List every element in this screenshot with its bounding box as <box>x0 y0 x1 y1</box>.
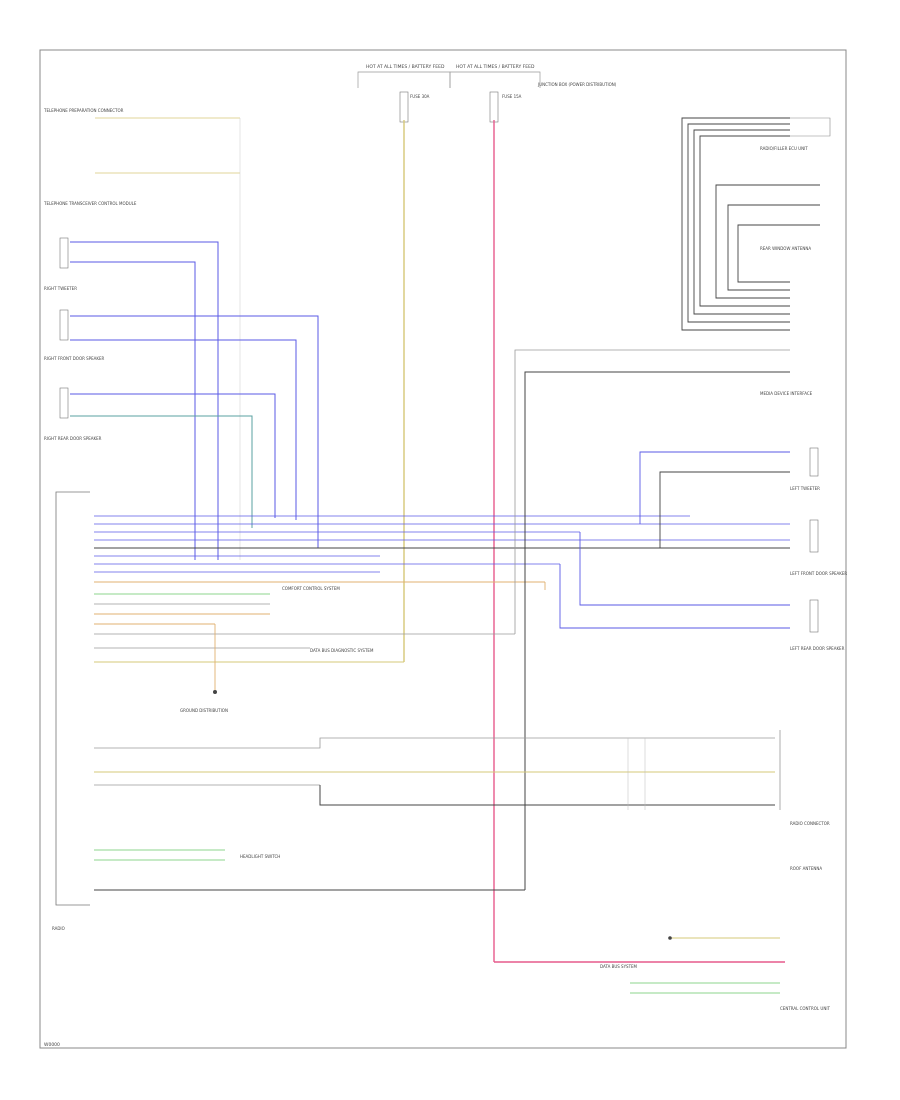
center-label-3: HEADLIGHT SWITCH <box>240 854 280 859</box>
left-component-labels: TELEPHONE PREPARATION CONNECTOR TELEPHON… <box>43 108 137 441</box>
right-component-5: LEFT REAR DOOR SPEAKER <box>790 646 845 651</box>
fuse-right-label: FUSE 15A <box>502 94 522 99</box>
left-component-0: TELEPHONE PREPARATION CONNECTOR <box>43 108 124 113</box>
radio-module: RADIO <box>52 491 90 931</box>
fuse-left: HOT AT ALL TIMES / BATTERY FEED FUSE 30A <box>357 64 451 123</box>
center-label-1: DATA BUS DIAGNOSTIC SYSTEM <box>310 648 374 653</box>
center-label-0: COMFORT CONTROL SYSTEM <box>282 586 340 591</box>
fuse-right-header: HOT AT ALL TIMES / BATTERY FEED <box>456 64 535 70</box>
right-component-4: LEFT FRONT DOOR SPEAKER <box>790 571 847 576</box>
fuse-left-header: HOT AT ALL TIMES / BATTERY FEED <box>366 64 445 70</box>
right-antenna-block <box>681 117 831 331</box>
right-component-1: REAR WINDOW ANTENNA <box>760 246 811 251</box>
right-component-6: ROOF ANTENNA <box>790 866 822 871</box>
right-component-3: LEFT TWEETER <box>790 486 820 491</box>
footer-code: W0000 <box>44 1042 60 1048</box>
right-component-0: RADIO/FILLER ECU UNIT <box>760 146 808 151</box>
right-component-labels: RADIO/FILLER ECU UNIT REAR WINDOW ANTENN… <box>760 146 847 1011</box>
right-component-8: CENTRAL CONTROL UNIT <box>780 1006 831 1011</box>
fuse-left-label: FUSE 30A <box>410 94 430 99</box>
center-label-2: GROUND DISTRIBUTION <box>180 708 228 713</box>
left-component-2: RIGHT TWEETER <box>44 286 77 291</box>
left-component-1: TELEPHONE TRANSCEIVER CONTROL MODULE <box>43 201 137 206</box>
fuse-right-note: JUNCTION BOX (POWER DISTRIBUTION) <box>537 82 617 87</box>
left-component-3: RIGHT FRONT DOOR SPEAKER <box>44 356 105 361</box>
left-component-4: RIGHT REAR DOOR SPEAKER <box>44 436 102 441</box>
right-component-7: RADIO CONNECTOR <box>790 821 830 826</box>
right-component-2: MEDIA DEVICE INTERFACE <box>760 391 813 396</box>
center-labels: COMFORT CONTROL SYSTEM DATA BUS DIAGNOST… <box>180 586 638 969</box>
radio-label: RADIO <box>52 926 65 931</box>
center-label-4: DATA BUS SYSTEM <box>600 964 638 969</box>
diagram-border <box>39 49 847 1049</box>
fuse-right: HOT AT ALL TIMES / BATTERY FEED FUSE 15A… <box>449 64 617 123</box>
